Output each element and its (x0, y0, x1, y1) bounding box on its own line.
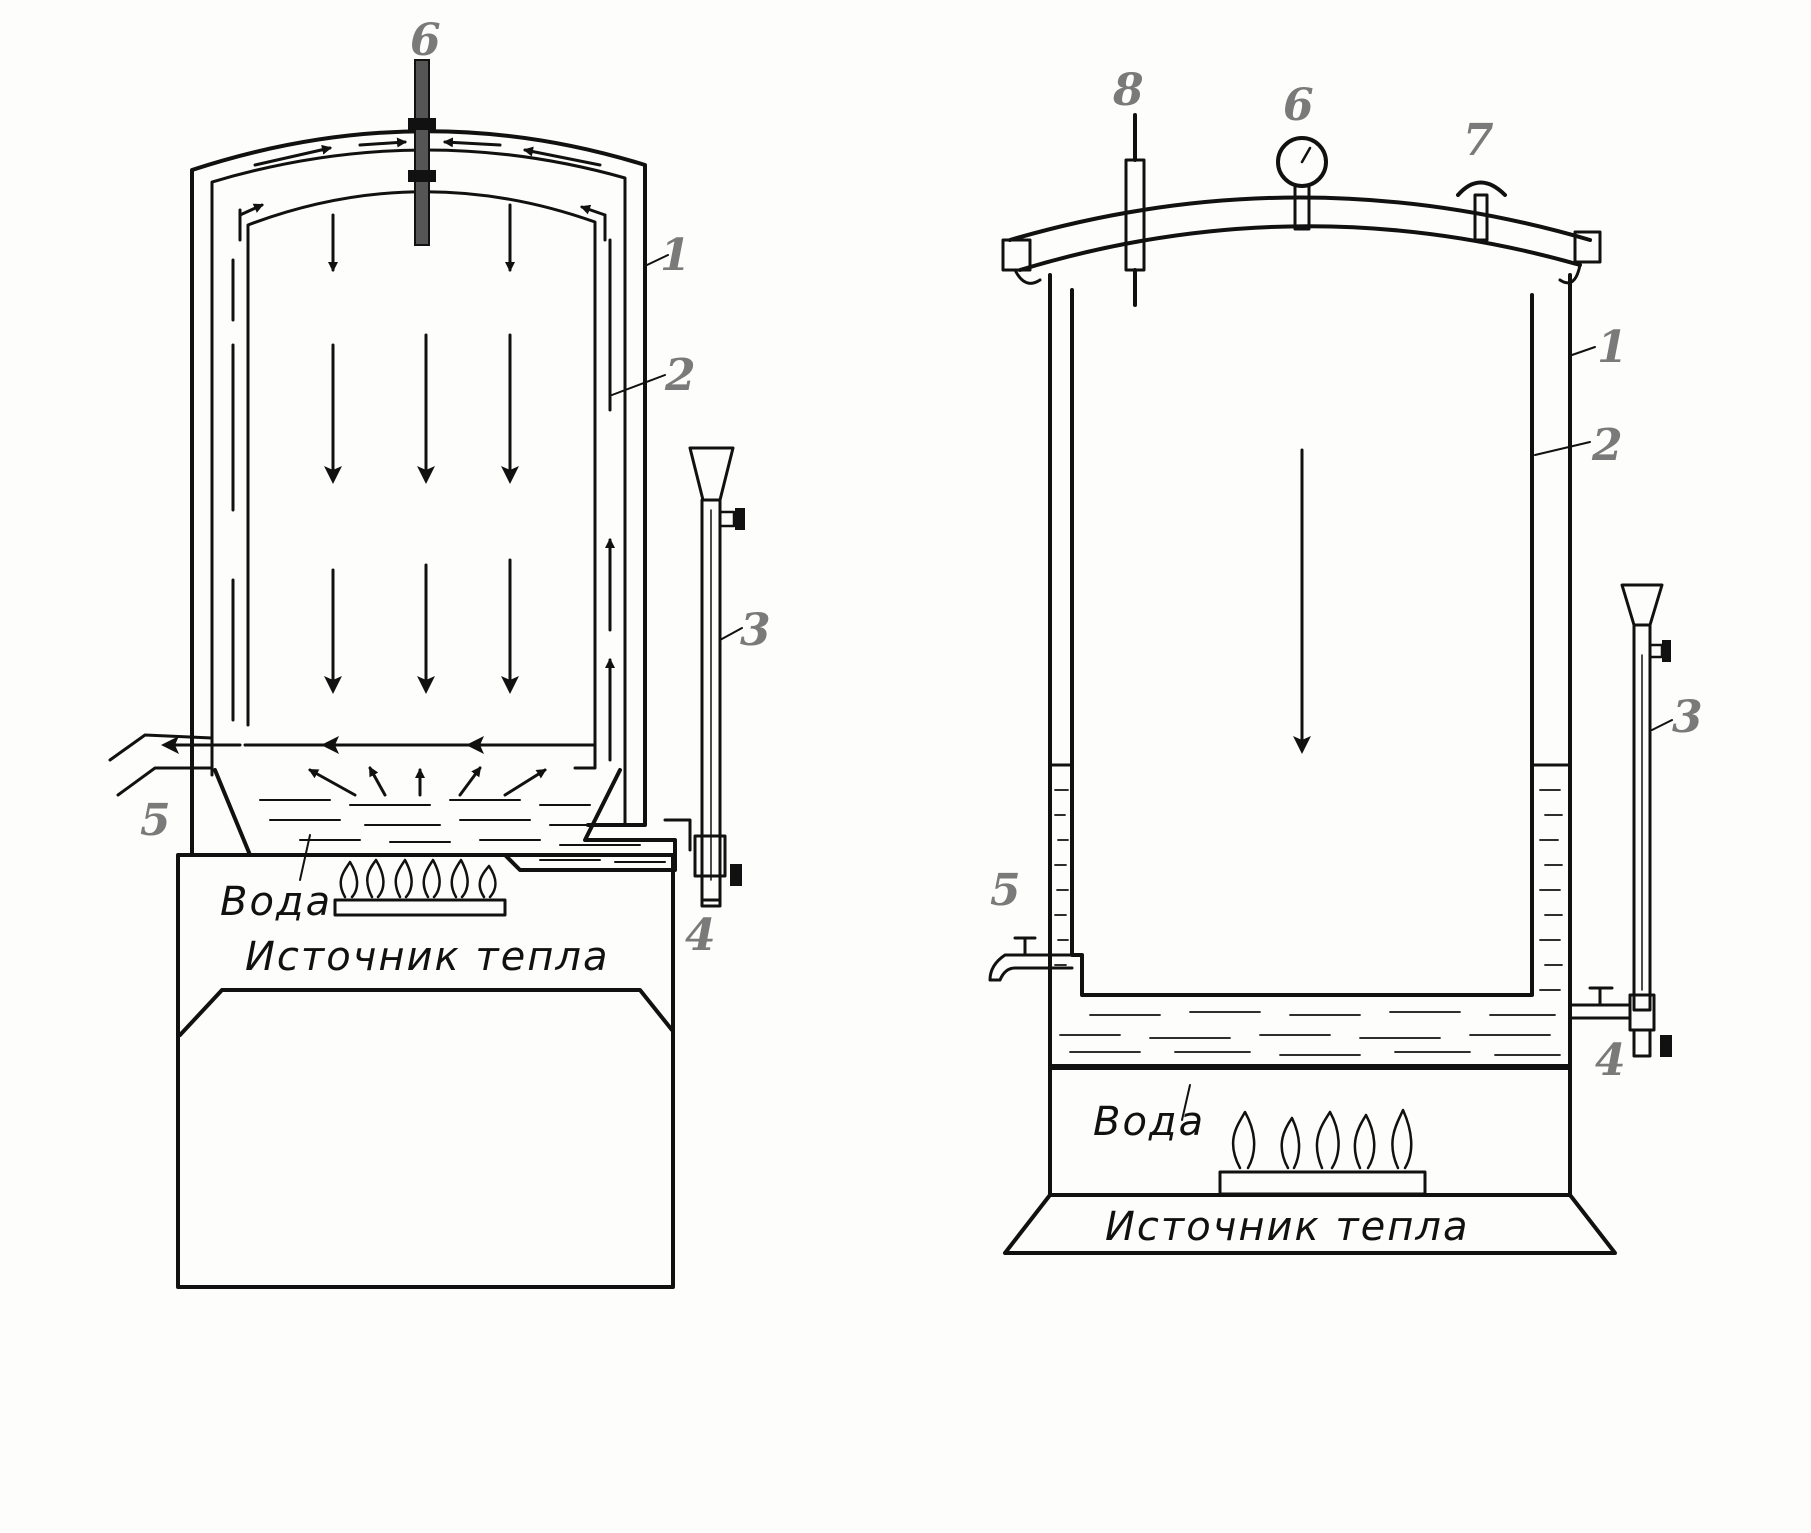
right-heat-base (1003, 1063, 1617, 1255)
left-heat-label: Источник тепла (245, 934, 609, 980)
right-leader-lines (1181, 346, 1673, 1121)
right-water-label: Вода (1093, 1099, 1205, 1145)
right-bottom-valve (1568, 986, 1672, 1058)
left-leader-lines (299, 254, 743, 881)
right-lid (1001, 195, 1602, 285)
left-jacket-wall (210, 148, 627, 827)
left-top-rod (408, 59, 436, 246)
left-gauge-tube (688, 446, 745, 902)
right-water (1050, 763, 1570, 1066)
right-outer-shell (1048, 273, 1572, 1072)
right-label-6: 6 (1283, 80, 1314, 131)
left-outlet-pipe (108, 733, 214, 797)
right-label-7: 7 (1463, 115, 1494, 166)
right-thermometer (1124, 113, 1146, 307)
right-gauge-tube (1620, 583, 1671, 1012)
right-pressure-gauge (1276, 136, 1328, 231)
left-down-arrows (324, 203, 519, 694)
left-water-basin (213, 768, 677, 872)
left-water-waves (259, 799, 666, 863)
left-inner-chamber (246, 190, 597, 770)
left-label-3: 3 (740, 605, 771, 656)
left-bottom-valve (663, 818, 742, 908)
right-heat-label: Источник тепла (1105, 1204, 1469, 1250)
right-label-2: 2 (1591, 420, 1623, 471)
left-burner (333, 858, 507, 917)
right-label-1: 1 (1597, 322, 1628, 373)
left-water-label: Вода (220, 879, 332, 925)
left-flow-arrows (231, 137, 615, 762)
right-safety-valve (1456, 180, 1507, 242)
left-label-6: 6 (410, 15, 441, 66)
left-label-2: 2 (664, 350, 696, 401)
right-burner (1218, 1108, 1427, 1196)
left-bottom-arrows (161, 736, 547, 797)
right-label-3: 3 (1672, 692, 1703, 743)
right-label-8: 8 (1112, 65, 1144, 116)
left-label-4: 4 (685, 910, 716, 961)
right-apparatus: 8 6 7 1 2 3 4 5 Вода Источник тепла (988, 65, 1703, 1255)
left-apparatus: 6 1 2 3 4 5 Вода Источник тепла (108, 15, 771, 1289)
right-drain-tap (988, 936, 1074, 982)
left-label-1: 1 (660, 230, 691, 281)
right-inner-chamber (1070, 288, 1534, 997)
right-label-4: 4 (1595, 1035, 1626, 1086)
right-label-5: 5 (990, 865, 1021, 916)
left-label-5: 5 (140, 795, 171, 846)
